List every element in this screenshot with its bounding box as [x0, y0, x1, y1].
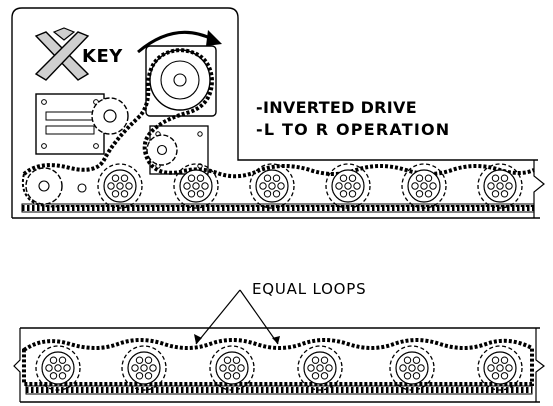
drive-gear: [91, 97, 129, 135]
equal-loops-label: EQUAL LOOPS: [252, 280, 367, 298]
bottom-right-break: [535, 328, 545, 402]
bottom-conveyor-assembly: [13, 289, 545, 403]
sprocket-icon: [401, 163, 447, 209]
equal-loops-leader: [194, 289, 280, 345]
idler-gear: [146, 134, 178, 166]
small-idler: [77, 183, 87, 193]
bottom-drive-chain: [22, 338, 534, 386]
sprocket-icon: [97, 163, 143, 209]
end-gear: [25, 167, 63, 205]
sprocket-icon: [325, 163, 371, 209]
top-conveyor-assembly: [11, 7, 545, 219]
drive-motor: [145, 45, 217, 117]
rotation-arrow-icon: [137, 30, 222, 54]
x-cross-icon: [34, 27, 90, 81]
top-break-mark: [533, 160, 545, 218]
bottom-left-break: [13, 328, 21, 402]
sprocket-icon: [35, 345, 81, 391]
note-left-to-right: -L TO R OPERATION: [256, 120, 451, 139]
sprocket-icon: [121, 345, 167, 391]
sprocket-icon: [173, 163, 219, 209]
note-inverted-drive: -INVERTED DRIVE: [256, 98, 417, 117]
top-frame-outline: [11, 7, 538, 218]
sprocket-icon: [477, 163, 523, 209]
top-drive-chain: [22, 47, 535, 179]
key-label: KEY: [82, 46, 123, 67]
sprocket-icon: [249, 163, 295, 209]
